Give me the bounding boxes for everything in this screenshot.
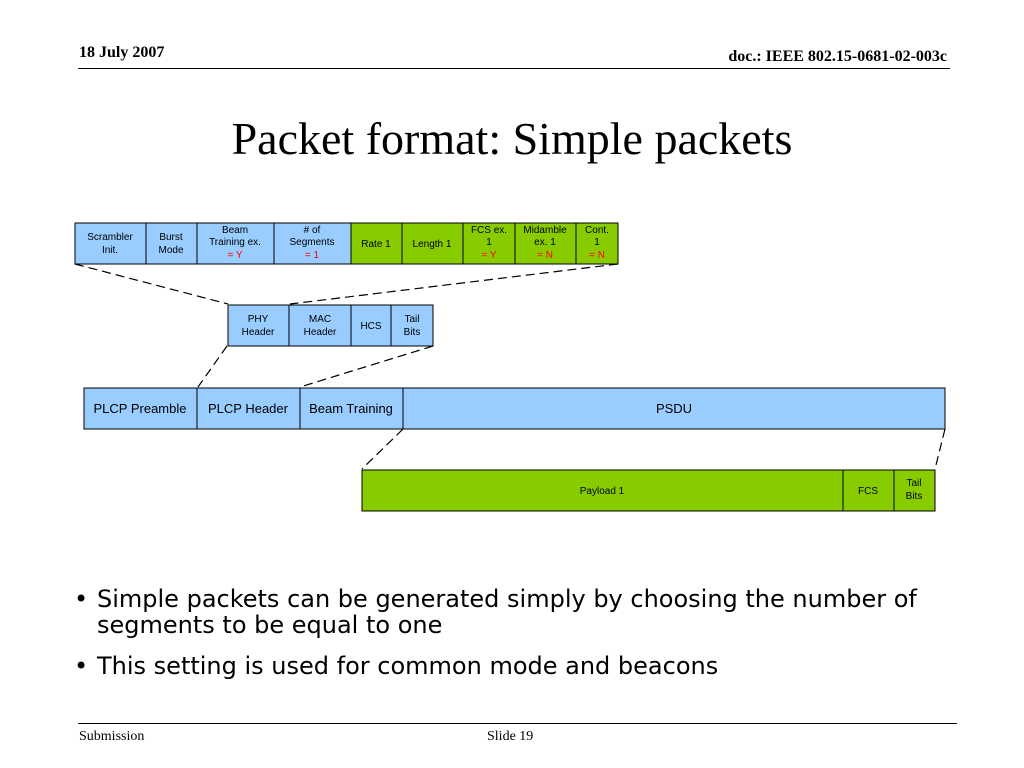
scrambler-init-cell [74, 222, 147, 265]
header-rule [78, 68, 950, 69]
slide-title: Packet format: Simple packets [231, 113, 793, 164]
footer-submission: Submission [79, 729, 145, 744]
mac-header-cell [288, 304, 352, 347]
header-row [227, 304, 434, 347]
fcs-ex-label-2: 1 [486, 237, 492, 248]
fcs-ex-label-1: FCS ex. [471, 225, 507, 236]
fcs-ex-label-3: = Y [481, 250, 496, 261]
header-row-labels: PHY Header MAC Header HCS Tail Bits [242, 314, 421, 338]
mac-label-2: Header [304, 327, 337, 338]
connector-lines [74, 263, 946, 470]
phy-label-2: Header [242, 327, 275, 338]
bullet-dot: • [74, 652, 89, 680]
packet-format-diagram: Scrambler Init. Burst Mode Beam Training… [74, 222, 946, 512]
plcp-preamble-cell [83, 387, 198, 430]
plcp-header-label: PLCP Header [208, 401, 289, 416]
fcs-cell [842, 469, 895, 512]
payload-tail-bits-cell [893, 469, 936, 512]
segments-label-3: = 1 [305, 250, 320, 261]
psdu-label: PSDU [656, 401, 692, 416]
connector-line [289, 263, 619, 305]
midamble-label-3: = N [537, 250, 553, 261]
hcs-label: HCS [360, 321, 381, 332]
tail-label-2: Bits [404, 327, 421, 338]
connector-line [934, 428, 946, 470]
footer-slide-number: Slide 19 [487, 729, 534, 744]
plcp-row [83, 387, 946, 430]
beam-label-1: Beam [222, 225, 248, 236]
plcp-header-cell [196, 387, 301, 430]
connector-line [299, 345, 434, 388]
bullet-list: • Simple packets can be generated simply… [74, 586, 954, 694]
bullet-item: • This setting is used for common mode a… [74, 653, 954, 679]
top-row [74, 222, 619, 265]
beam-training-cell [299, 387, 404, 430]
cont-label-1: Cont. [585, 225, 609, 236]
tail-bits-cell [390, 304, 434, 347]
fcs-ex-cell [462, 222, 516, 265]
scrambler-label-1: Scrambler [87, 232, 133, 243]
phy-label-1: PHY [248, 314, 269, 325]
top-row-labels: Scrambler Init. Burst Mode Beam Training… [87, 225, 609, 261]
footer-rule [78, 723, 957, 724]
payload-cell [361, 469, 844, 512]
burst-label-2: Mode [158, 245, 183, 256]
midamble-label-1: Midamble [523, 225, 567, 236]
connector-line [197, 345, 228, 388]
beam-label-2: Training ex. [209, 237, 261, 248]
beam-label-3: = Y [227, 250, 242, 261]
midamble-label-2: ex. 1 [534, 237, 556, 248]
tail-label-1: Tail [404, 314, 419, 325]
plcp-preamble-label: PLCP Preamble [94, 401, 187, 416]
payload-tail-label-2: Bits [906, 491, 923, 502]
scrambler-label-2: Init. [102, 245, 118, 256]
bullet-text: Simple packets can be generated simply b… [97, 585, 917, 639]
burst-mode-cell [145, 222, 198, 265]
length-label: Length 1 [413, 239, 452, 250]
rate-cell [350, 222, 403, 265]
cont-cell [575, 222, 619, 265]
cont-label-3: = N [589, 250, 605, 261]
segments-label-2: Segments [289, 237, 334, 248]
connector-line [361, 428, 404, 470]
segments-label-1: # of [304, 225, 321, 236]
header-date: 18 July 2007 [79, 44, 165, 61]
cont-label-2: 1 [594, 237, 600, 248]
bullet-dot: • [74, 585, 89, 613]
payload-row [361, 469, 936, 512]
payload-row-labels: Payload 1 FCS Tail Bits [580, 478, 923, 502]
beam-training-label: Beam Training [309, 401, 393, 416]
bullet-item: • Simple packets can be generated simply… [74, 586, 954, 638]
burst-label-1: Burst [159, 232, 183, 243]
fcs-label: FCS [858, 486, 878, 497]
payload-label: Payload 1 [580, 486, 625, 497]
psdu-cell [402, 387, 946, 430]
payload-tail-label-1: Tail [906, 478, 921, 489]
rate-label: Rate 1 [361, 239, 391, 250]
connector-line [74, 263, 229, 305]
mac-label-1: MAC [309, 314, 331, 325]
plcp-row-labels: PLCP Preamble PLCP Header Beam Training … [94, 401, 693, 416]
length-cell [401, 222, 464, 265]
beam-training-ex-cell [196, 222, 275, 265]
phy-header-cell [227, 304, 290, 347]
header-doc-id: doc.: IEEE 802.15-0681-02-003c [728, 48, 947, 65]
bullet-text: This setting is used for common mode and… [97, 652, 719, 680]
midamble-cell [514, 222, 577, 265]
